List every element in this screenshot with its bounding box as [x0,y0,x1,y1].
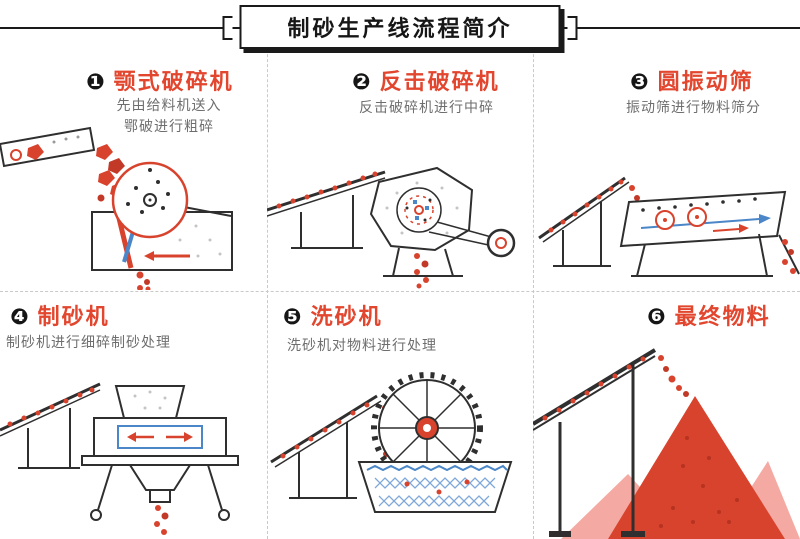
step-2-description: 反击破碎机进行中碎 [359,100,494,116]
step-3-description: 振动筛进行物料筛分 [626,100,761,116]
step-1-title: 颚式破碎机 [113,70,234,95]
sand-washer-illustration [270,372,513,513]
step-5-description: 洗砂机对物料进行处理 [287,338,437,354]
step-3-number: ❸ [630,70,651,95]
step-4-title: 制砂机 [37,305,110,330]
page-title: 制砂生产线流程简介 [287,17,513,42]
step-3-title: 圆振动筛 [657,70,754,95]
step-5-title: 洗砂机 [310,305,383,330]
step-6-number: ❻ [647,305,668,330]
title-banner: 制砂生产线流程简介 [222,5,578,49]
step-2-title: 反击破碎机 [379,70,500,95]
grid-divider-vertical-2 [533,29,534,539]
step-6-title: 最终物料 [674,305,771,330]
final-material-illustration [533,348,800,539]
jaw-crusher-illustration [0,126,233,290]
step-2-number: ❷ [352,70,373,95]
step-1-number: ❶ [86,70,107,95]
impact-crusher-illustration [267,166,516,289]
vibrating-screen-illustration [538,176,800,277]
grid-divider-horizontal [0,291,800,292]
sand-maker-illustration [0,382,239,535]
step-1-description: 先由给料机送入 鄂破进行粗碎 [116,98,222,135]
step-4-number: ❹ [10,305,31,330]
banner-clip-right [567,16,578,40]
step-4-description: 制砂机进行细碎制砂处理 [6,335,171,351]
grid-divider-vertical-1 [267,29,268,539]
banner-clip-left [222,16,233,40]
step-5-number: ❺ [283,305,304,330]
